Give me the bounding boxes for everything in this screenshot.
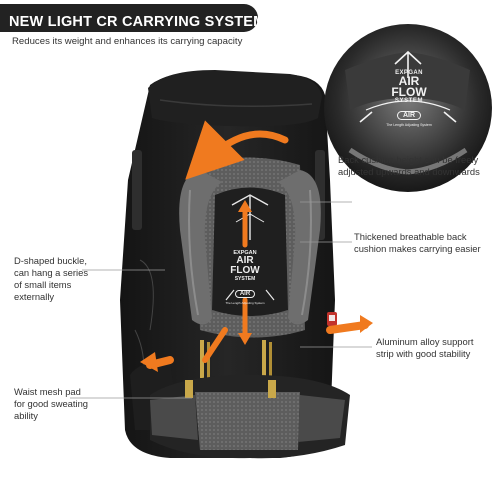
callout-line: for good sweating bbox=[14, 398, 89, 409]
callout-line: Back cushion height can be freely bbox=[338, 154, 479, 165]
zoom-detail-circle bbox=[324, 24, 492, 192]
callout-aluminum-strip: Aluminum alloy support strip with good s… bbox=[376, 336, 473, 360]
angled-arrow bbox=[202, 327, 228, 363]
panel-logo-brand: EXPGAN bbox=[233, 250, 257, 256]
back-panel bbox=[195, 157, 305, 338]
circle-logo-flow: FLOW bbox=[391, 85, 427, 99]
panel-logo-flow: FLOW bbox=[230, 265, 260, 276]
callout-line: Aluminum alloy support bbox=[376, 336, 474, 347]
callout-line: externally bbox=[14, 291, 55, 302]
circle-logo-air: AIR bbox=[398, 74, 420, 88]
circle-logo-brand: EXPGAN bbox=[395, 70, 423, 76]
callout-line: can hang a series bbox=[14, 267, 89, 278]
waist-belt bbox=[150, 375, 350, 459]
callout-waist-pad: Waist mesh pad for good sweating ability bbox=[14, 386, 88, 422]
panel-logo: EXPGAN AIR FLOW SYSTEM AIR The Length Ad… bbox=[214, 250, 276, 305]
title-bar: NEW LIGHT CR CARRYING SYSTEM bbox=[0, 4, 265, 32]
circle-logo-system: SYSTEM bbox=[394, 98, 424, 104]
callout-line: ability bbox=[14, 410, 38, 421]
subtitle: Reduces its weight and enhances its carr… bbox=[12, 36, 243, 47]
callout-d-buckle: D-shaped buckle, can hang a series of sm… bbox=[14, 255, 88, 303]
callout-line: D-shaped buckle, bbox=[14, 255, 87, 266]
callout-line: cushion makes carrying easier bbox=[354, 243, 481, 254]
callout-line: Waist mesh pad bbox=[14, 386, 81, 397]
callout-leaders bbox=[70, 201, 372, 399]
callout-line: Thickened breathable back bbox=[354, 231, 467, 242]
circle-logo: EXPGAN AIR FLOW SYSTEM AIR The Length Ad… bbox=[378, 70, 440, 127]
curved-arrow-top bbox=[185, 120, 289, 180]
callout-line: strip with good stability bbox=[376, 348, 471, 359]
callout-line: adjusted upwards and downwards bbox=[338, 166, 480, 177]
shoulder-straps bbox=[179, 170, 321, 325]
callout-line: of small items bbox=[14, 279, 72, 290]
callout-back-cushion-height: Back cushion height can be freely adjust… bbox=[338, 154, 480, 178]
orange-arrows bbox=[146, 120, 369, 369]
panel-logo-tagline: The Length Adjusting System bbox=[225, 301, 265, 305]
panel-logo-system: SYSTEM bbox=[234, 276, 256, 282]
page-title: NEW LIGHT CR CARRYING SYSTEM bbox=[9, 14, 266, 30]
circle-logo-badge: AIR bbox=[396, 111, 422, 120]
right-arrow bbox=[326, 321, 369, 334]
callout-breathable-back: Thickened breathable back cushion makes … bbox=[354, 231, 481, 255]
circle-logo-tagline: The Length Adjusting System bbox=[386, 123, 432, 127]
panel-logo-badge: AIR bbox=[234, 290, 256, 298]
panel-logo-air: AIR bbox=[236, 255, 254, 266]
